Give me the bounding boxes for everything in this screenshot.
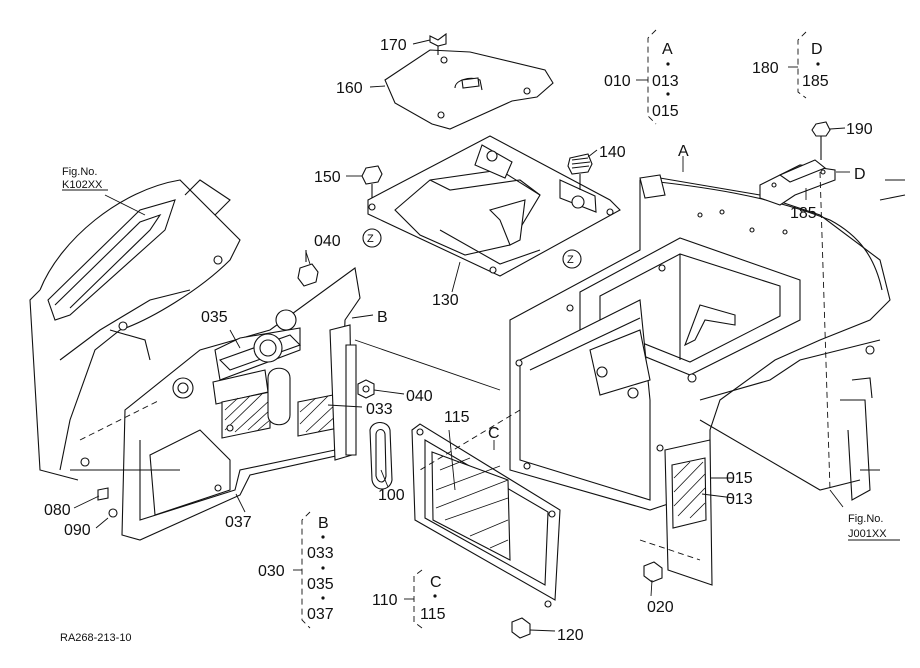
fig-j001-number: J001XX: [848, 528, 887, 540]
z-markers: [362, 228, 582, 269]
label-037: 037: [225, 514, 252, 531]
label-110: 110: [372, 592, 398, 609]
group-110-115: 115: [420, 606, 446, 623]
fig-ref-markers: [62, 189, 900, 541]
bolt-020: [643, 561, 663, 583]
dashed-connectors: [79, 171, 831, 561]
bolt-190: [811, 121, 831, 160]
group-030-037: 037: [307, 606, 334, 623]
group-030-ref-b: B: [318, 515, 329, 532]
bolt-040-top: [297, 250, 319, 287]
bolt-120: [511, 617, 531, 639]
fig-j001-caption: Fig.No.: [848, 513, 883, 525]
group-180-185: 185: [802, 73, 829, 90]
label-180: 180: [752, 60, 779, 77]
ref-letter-c: C: [488, 425, 500, 442]
label-130: 130: [432, 292, 459, 309]
group-brackets: [293, 29, 820, 629]
cover-160: [384, 49, 554, 130]
group-010-013: 013: [652, 73, 679, 90]
label-035: 035: [201, 309, 228, 326]
label-040-top: 040: [314, 233, 341, 250]
group-180-ref-d: D: [811, 41, 823, 58]
label-120: 120: [557, 627, 584, 644]
drawing-id: RA268-213-10: [60, 632, 132, 644]
group-010-015: 015: [652, 103, 679, 120]
fig-k102-number: K102XX: [62, 179, 103, 191]
label-160: 160: [336, 80, 363, 97]
label-010: 010: [604, 73, 631, 90]
nut-040-side: [357, 379, 375, 399]
label-190: 190: [846, 121, 873, 138]
bracket-185: [759, 159, 836, 206]
panel-110: [411, 423, 561, 608]
side-panel-010: [664, 439, 713, 586]
fig-k102-caption: Fig.No.: [62, 166, 97, 178]
grommet-100: [369, 421, 393, 490]
label-140: 140: [599, 144, 626, 161]
label-015-side: 015: [726, 470, 753, 487]
ref-letter-d: D: [854, 166, 866, 183]
label-080: 080: [44, 502, 71, 519]
label-033: 033: [366, 401, 393, 418]
group-030-033: 033: [307, 545, 334, 562]
label-185-side: 185: [790, 205, 817, 222]
leader-lines: [70, 39, 850, 632]
label-090: 090: [64, 522, 91, 539]
part-labels: 170 160 150 140 130 040 035 040 033 037 …: [44, 37, 887, 644]
group-030-035: 035: [307, 576, 334, 593]
z-letter-2: Z: [567, 254, 574, 266]
ref-letter-a: A: [678, 143, 689, 160]
bolt-150: [361, 165, 383, 198]
main-frame-body: [509, 174, 891, 511]
grommet-140: [567, 153, 593, 190]
label-115-top: 115: [444, 409, 470, 426]
label-020: 020: [647, 599, 674, 616]
z-letter-1: Z: [367, 233, 374, 245]
front-cover-assembly: [97, 267, 361, 541]
label-013-side: 013: [726, 491, 753, 508]
label-170: 170: [380, 37, 407, 54]
label-040-side: 040: [406, 388, 433, 405]
left-fender-panel: [29, 179, 241, 481]
label-100: 100: [378, 487, 405, 504]
right-pillar: [840, 179, 906, 501]
label-030: 030: [258, 563, 285, 580]
label-150: 150: [314, 169, 341, 186]
wing-bolt-170: [429, 32, 447, 55]
tray-130: [367, 135, 621, 277]
group-110-ref-c: C: [430, 574, 442, 591]
ref-letter-b: B: [377, 309, 388, 326]
group-010-ref-a: A: [662, 41, 673, 58]
